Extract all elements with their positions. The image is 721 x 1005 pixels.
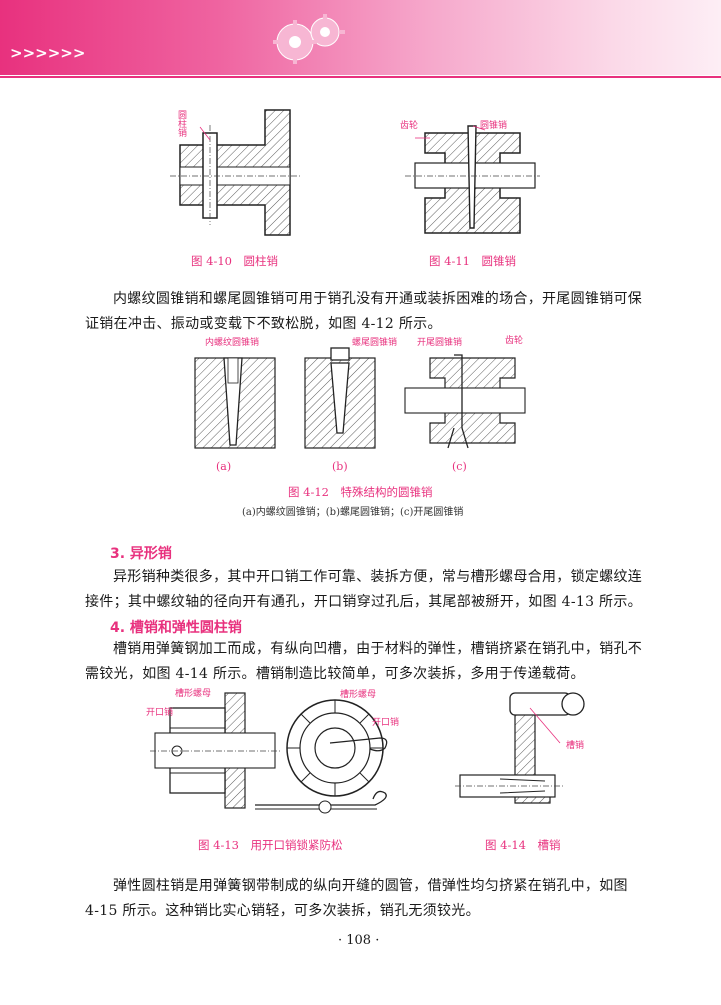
fig-4-14-caption: 图 4-14 槽销 <box>485 838 561 852</box>
fig-4-12-panel-b: (b) <box>332 460 348 473</box>
paragraph-3: 槽销用弹簧钢加工而成，有纵向凹槽，由于材料的弹性，槽销挤紧在销孔中，销孔不需铰光… <box>85 641 643 682</box>
fig-4-12-subcaption: (a)内螺纹圆锥销；(b)螺尾圆锥销；(c)开尾圆锥销 <box>242 507 464 518</box>
fig-4-12-panel-a: (a) <box>216 460 232 473</box>
fig-4-14-pin-label: 槽销 <box>566 741 585 751</box>
page-header-band <box>0 0 721 75</box>
section-4-title: 4. 槽销和弹性圆柱销 <box>110 620 242 636</box>
paragraph-2: 异形销种类很多，其中开口销工作可靠、装拆方便，常与槽形螺母合用，锁定螺纹连接件；… <box>85 569 643 610</box>
fig-4-12-label-c-gear: 齿轮 <box>505 336 524 346</box>
figure-4-13-split-pin-locking <box>150 692 388 814</box>
fig-4-13-caption: 图 4-13 用开口销锁紧防松 <box>198 838 343 852</box>
fig-4-10-pin-label: 圆柱销 <box>176 110 186 137</box>
chevron-decoration: >>>>>> <box>10 44 86 62</box>
page-number: · 108 · <box>338 933 380 948</box>
gear-icon <box>273 14 345 64</box>
fig-4-12-caption: 图 4-12 特殊结构的圆锥销 <box>288 485 433 499</box>
fig-4-13-nut-label-right: 槽形螺母 <box>340 690 377 700</box>
figure-4-10-cylindrical-pin <box>170 109 300 236</box>
fig-4-12-label-a: 内螺纹圆锥销 <box>205 338 260 348</box>
fig-4-13-nut-label-left: 槽形螺母 <box>175 689 212 699</box>
fig-4-11-gear-label: 齿轮 <box>400 121 419 131</box>
fig-4-11-pin-label: 圆锥销 <box>480 121 508 131</box>
figure-4-12-special-taper-pins <box>194 347 526 449</box>
figure-4-14-grooved-pin <box>455 692 585 804</box>
fig-4-12-panel-c: (c) <box>452 460 467 473</box>
fig-4-11-caption: 图 4-11 圆锥销 <box>429 254 516 268</box>
fig-4-12-label-b: 螺尾圆锥销 <box>352 338 398 348</box>
fig-4-13-pin-label-right: 开口销 <box>372 718 400 728</box>
paragraph-4: 弹性圆柱销是用弹簧钢带制成的纵向开缝的圆管，借弹性均匀挤紧在销孔中，如图 4-1… <box>85 878 628 919</box>
fig-4-13-pin-label-left: 开口销 <box>146 708 174 718</box>
fig-4-10-caption: 图 4-10 圆柱销 <box>191 254 278 268</box>
fig-4-12-label-c: 开尾圆锥销 <box>417 338 463 348</box>
section-3-title: 3. 异形销 <box>110 546 172 562</box>
paragraph-1: 内螺纹圆锥销和螺尾圆锥销可用于销孔没有开通或装拆困难的场合，开尾圆锥销可保证销在… <box>85 291 643 332</box>
figure-4-11-taper-pin <box>405 125 540 234</box>
header-rule <box>0 76 721 78</box>
